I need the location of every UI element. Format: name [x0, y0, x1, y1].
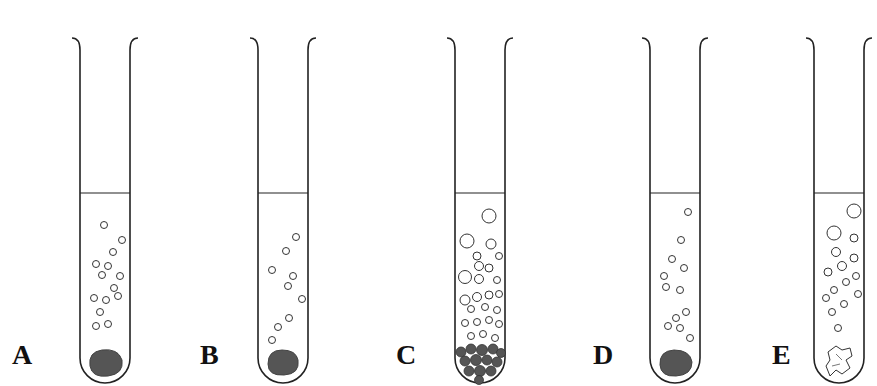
tube-label: C — [396, 341, 416, 369]
tube-label: E — [772, 341, 791, 369]
tube-label: A — [12, 341, 32, 369]
tube-label: B — [200, 341, 219, 369]
tube-label: D — [593, 341, 613, 369]
